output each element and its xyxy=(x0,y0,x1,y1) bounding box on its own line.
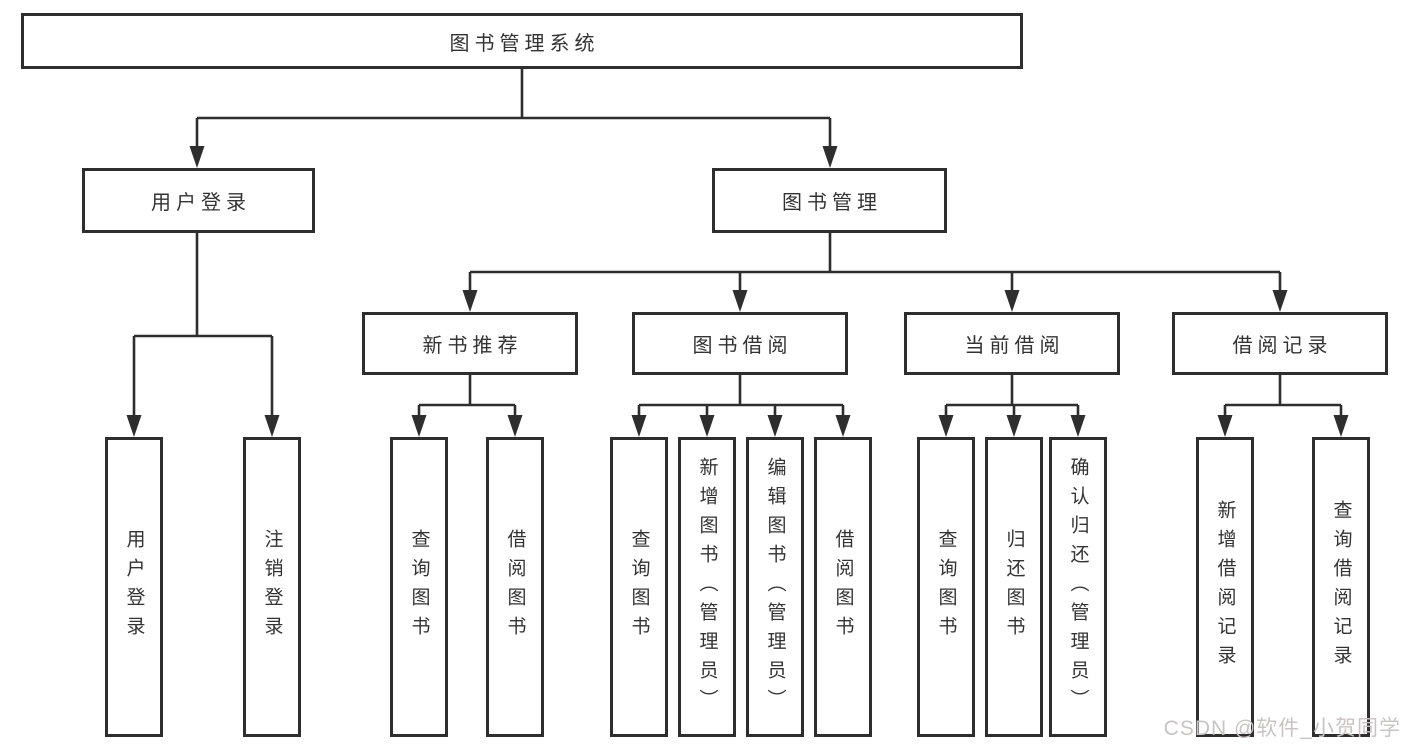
edge-records-trunk xyxy=(1223,375,1343,419)
edge-current-trunk xyxy=(944,375,1080,419)
leaf-borrow-query-books: 查询图书 xyxy=(610,437,668,737)
leaf-recommend-borrow-books: 借阅图书 xyxy=(486,437,544,737)
node-new-book-recommend: 新书推荐 xyxy=(362,312,578,375)
leaf-records-query-record: 查询借阅记录 xyxy=(1312,437,1370,737)
node-book-management: 图书管理 xyxy=(712,168,947,233)
leaf-current-return-books: 归还图书 xyxy=(985,437,1043,737)
leaf-current-query-books: 查询图书 xyxy=(917,437,975,737)
leaf-borrow-edit-books-admin: 编辑图书（管理员） xyxy=(746,437,804,737)
edge-borrow-trunk xyxy=(637,375,845,419)
csdn-watermark: CSDN @软件_小贺同学 xyxy=(1163,717,1401,740)
edge-recommend-trunk xyxy=(417,375,517,419)
leaf-borrow-add-books-admin: 新增图书（管理员） xyxy=(678,437,736,737)
node-borrow-records: 借阅记录 xyxy=(1172,312,1388,375)
edge-mgmt-trunk xyxy=(468,233,1282,294)
leaf-user-login: 用户登录 xyxy=(105,437,163,737)
leaf-logout: 注销登录 xyxy=(243,437,301,737)
node-current-borrow: 当前借阅 xyxy=(904,312,1120,375)
leaf-borrow-borrow-books: 借阅图书 xyxy=(814,437,872,737)
leaf-current-confirm-return-admin: 确认归还（管理员） xyxy=(1049,437,1107,737)
edge-root-trunk xyxy=(195,69,832,150)
node-book-borrow: 图书借阅 xyxy=(632,312,848,375)
arrowheads xyxy=(126,146,1349,437)
edge-login-trunk xyxy=(132,233,274,419)
leaf-recommend-query-books: 查询图书 xyxy=(390,437,448,737)
node-user-login: 用户登录 xyxy=(82,168,315,233)
node-root-system: 图书管理系统 xyxy=(21,13,1023,69)
leaf-records-add-record: 新增借阅记录 xyxy=(1196,437,1254,737)
